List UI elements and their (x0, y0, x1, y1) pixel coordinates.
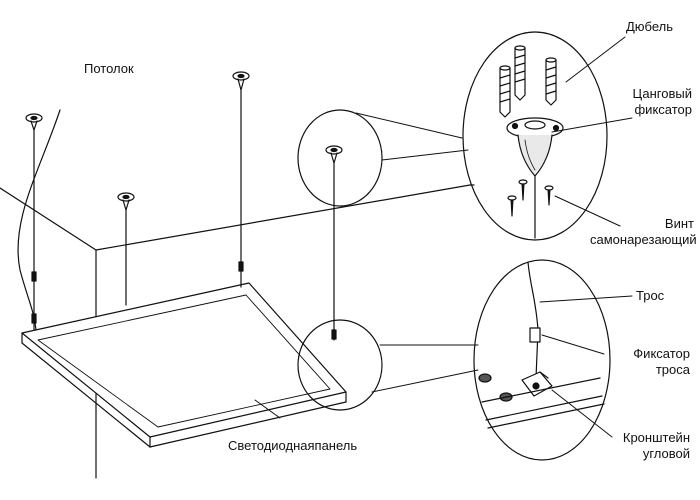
collet-fixer-label: Цанговый фиксатор (592, 86, 692, 118)
dowel-label: Дюбель (626, 19, 674, 34)
collet-fixer-icon (506, 117, 564, 239)
corner-bracket-label: Кронштейн угловой (594, 430, 690, 462)
ceiling-label: Потолок (84, 61, 134, 76)
dowel-icon (499, 45, 557, 118)
collet-fixer-label-line-2: фиксатор (634, 102, 692, 117)
callout-top-small (297, 109, 383, 207)
ceiling-mount-2 (117, 192, 135, 306)
cable-lock-icon (529, 327, 541, 343)
screw-label-line-2: самонарезающий (590, 232, 697, 247)
corner-bracket-label-line-1: Кронштейн (622, 430, 690, 445)
callout-connectors (355, 112, 479, 393)
led-panel-label: Светодиоднаяпанель (228, 438, 358, 453)
led-panel (21, 282, 347, 448)
screw-label: Винт самонарезающий (590, 216, 697, 248)
corner-bracket-label-line-2: угловой (642, 446, 690, 461)
cable-label: Трос (636, 288, 665, 303)
cable-icon (527, 261, 539, 379)
callout-bottom-large (473, 259, 611, 461)
self-tapping-screw-icon (507, 179, 554, 217)
leader-lines (254, 36, 633, 438)
ceiling-mount-3 (232, 71, 250, 288)
panel-edge-detail (481, 377, 605, 429)
cable-lock-label: Фиксатор троса (594, 346, 690, 378)
corner-bracket-icon (521, 371, 553, 397)
ceiling-mount-4 (325, 145, 343, 341)
ceiling-mount-1 (25, 113, 43, 331)
collet-fixer-label-line-1: Цанговый (632, 86, 692, 101)
callout-bottom-small (297, 319, 383, 411)
callout-top-large (462, 31, 608, 241)
loose-cable (17, 109, 61, 331)
cable-lock-label-line-2: троса (655, 362, 690, 377)
screw-label-line-1: Винт (664, 216, 694, 231)
cable-lock-label-line-1: Фиксатор (633, 346, 690, 361)
